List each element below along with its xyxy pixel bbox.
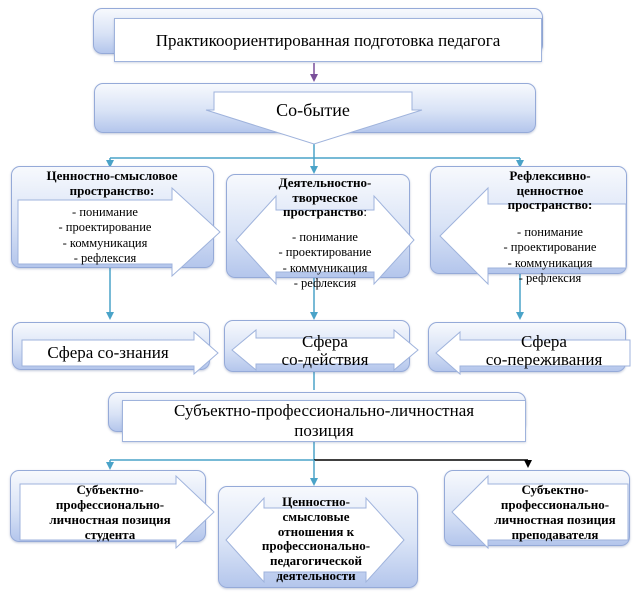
position-label: Субъектно-профессионально-личностная поз… — [122, 401, 526, 440]
bottom-left-label: Субъектно- профессионально- личностная п… — [30, 482, 190, 543]
right-space-heading-line: ценностное — [516, 182, 584, 198]
middle-space-heading-line: пространство: — [256, 204, 394, 220]
bottom-middle-line: педагогической — [270, 553, 362, 569]
bottom-middle-line: профессионально- — [261, 538, 371, 554]
bottom-left-line: профессионально- — [55, 496, 165, 512]
right-space-item: - проектирование — [503, 240, 597, 255]
position-line: позиция — [294, 420, 354, 440]
title-box — [114, 18, 542, 62]
diagram-title: Практикоориентированная подготовка педаг… — [155, 31, 501, 50]
left-space-item: - рефлексия — [73, 250, 137, 265]
middle-space-heading-line: творческое — [292, 189, 358, 205]
middle-space-item: - понимание — [292, 230, 358, 244]
middle-space-item: - рефлексия — [293, 275, 357, 290]
right-sphere-line: Сфера — [521, 332, 567, 351]
left-space-item: - коммуникация — [62, 235, 148, 250]
bottom-right-line: личностная позиция — [494, 511, 616, 527]
position-line: Субъектно-профессионально-личностная — [173, 401, 475, 420]
right-space-heading-line: Рефлексивно- — [509, 168, 591, 183]
middle-space-item: - проектирование — [278, 245, 372, 260]
bottom-left-line: студента — [84, 526, 136, 542]
bottom-middle-line: Ценностно- — [282, 494, 350, 509]
left-space-heading: Ценностно-смысловое пространство: — [46, 168, 178, 198]
middle-space-heading-colon: : — [363, 204, 367, 220]
bottom-middle-line: отношения к — [277, 523, 355, 539]
middle-space-heading: Деятельностно- творческое пространство: — [256, 175, 394, 220]
middle-space-list: - понимание - проектирование - коммуника… — [258, 230, 392, 291]
bottom-right-line: профессионально- — [500, 496, 610, 512]
right-space-item: - понимание — [517, 225, 583, 239]
bottom-middle-label: Ценностно- смысловые отношения к професс… — [246, 494, 386, 584]
event-label: Со-бытие — [276, 100, 350, 120]
position-box — [122, 400, 526, 442]
bottom-right-line: преподавателя — [511, 526, 599, 542]
bottom-middle-line: смысловые — [282, 508, 350, 524]
middle-sphere-line: со-действия — [281, 349, 369, 369]
left-space-item: - понимание — [72, 205, 138, 219]
right-space-heading: Рефлексивно- ценностное пространство: — [480, 168, 620, 213]
bottom-left-line: личностная позиция — [49, 511, 171, 527]
middle-space-heading-word: пространство — [283, 204, 364, 220]
middle-space-item: - коммуникация — [282, 260, 368, 275]
middle-space-heading-line: Деятельностно- — [278, 175, 372, 190]
right-sphere-line: со-переживания — [485, 349, 603, 369]
left-sphere-label: Сфера со-знания — [47, 343, 169, 362]
middle-sphere-line: Сфера — [302, 332, 348, 351]
bottom-middle-line: деятельности — [276, 568, 356, 584]
bottom-right-label: Субъектно- профессионально- личностная п… — [480, 482, 630, 543]
left-space-list: - понимание - проектирование - коммуника… — [40, 205, 170, 266]
right-space-item: - рефлексия — [518, 270, 582, 285]
middle-sphere-label: Сфера со-действия — [256, 333, 394, 369]
right-space-list: - понимание - проектирование - коммуника… — [480, 225, 620, 286]
right-sphere-label: Сфера со-переживания — [460, 333, 628, 369]
right-space-item: - коммуникация — [507, 255, 593, 270]
right-space-heading-line: пространство: — [507, 197, 593, 213]
bottom-right-line: Субъектно- — [521, 482, 589, 497]
bottom-left-line: Субъектно- — [76, 482, 144, 497]
left-space-item: - проектирование — [58, 220, 152, 235]
